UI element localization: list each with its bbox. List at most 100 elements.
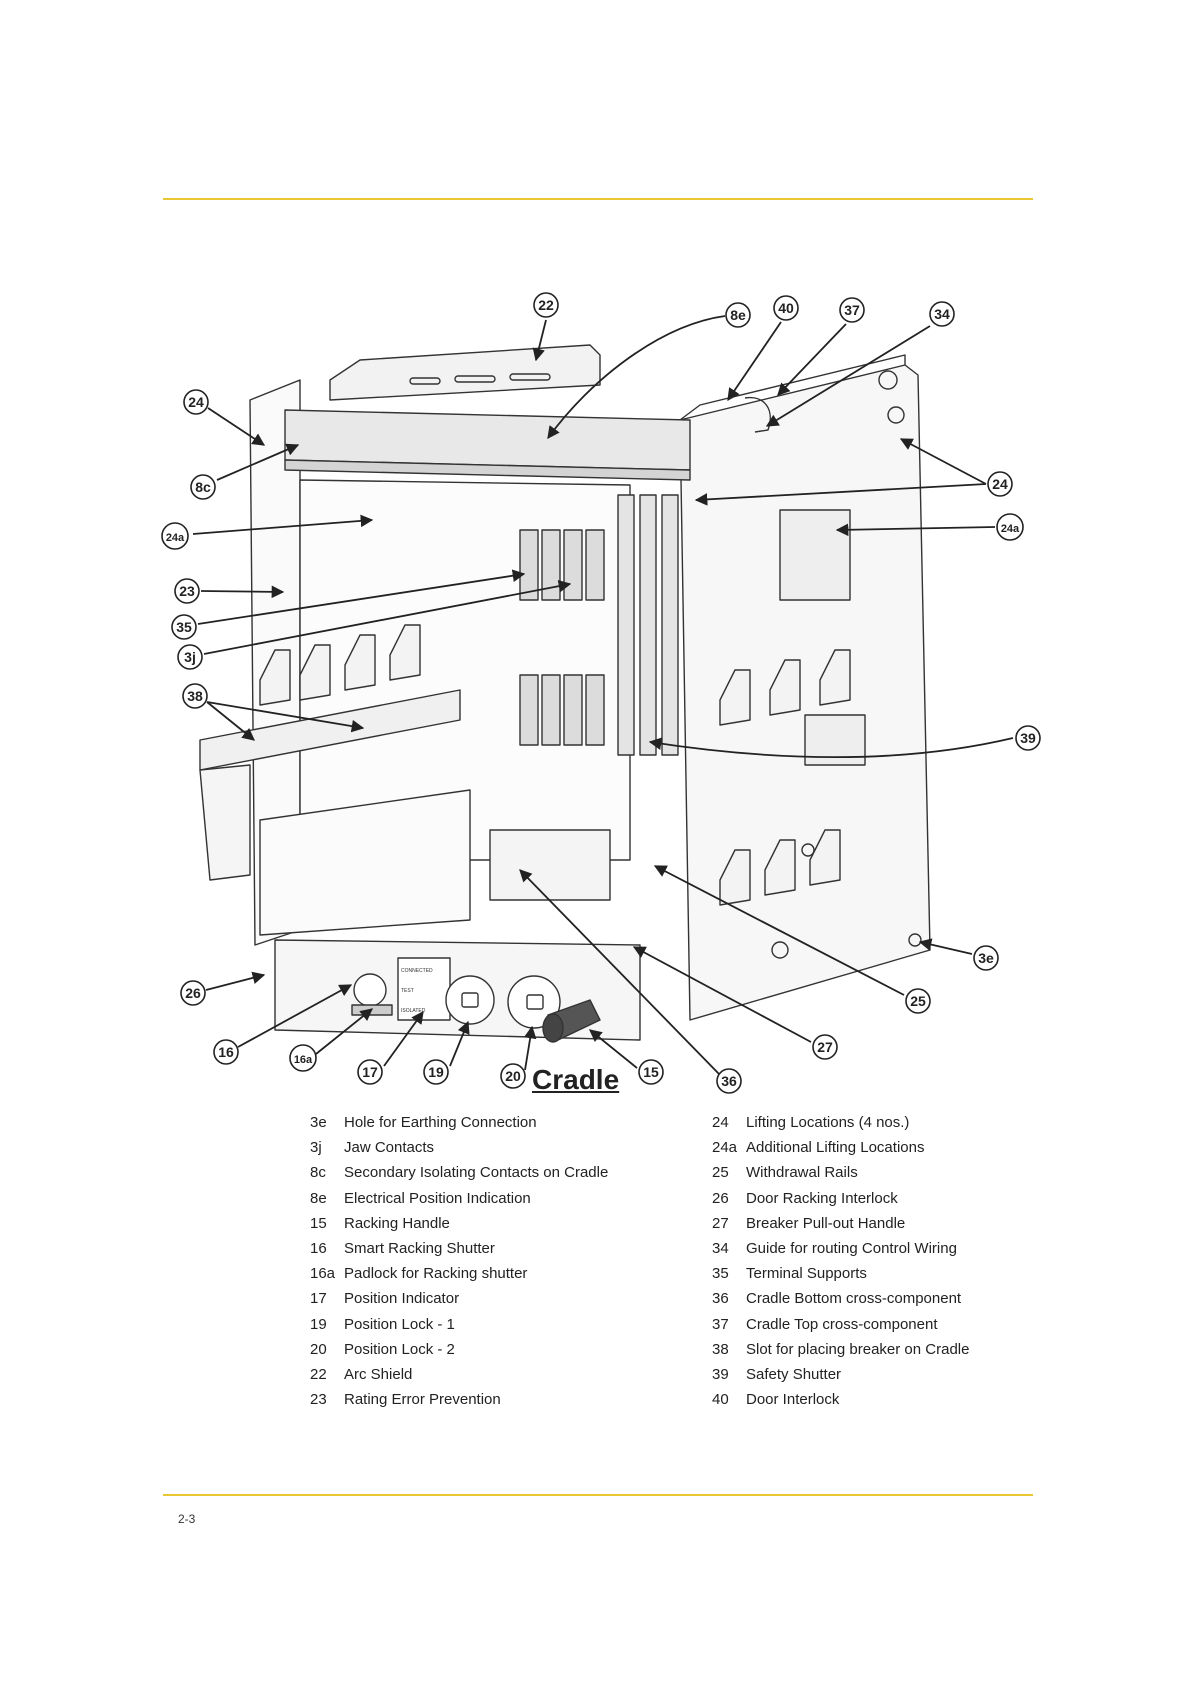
callout-label: 24 xyxy=(188,394,204,410)
legend-text: Smart Racking Shutter xyxy=(344,1240,495,1258)
callout-circle xyxy=(973,945,999,971)
callout-circle xyxy=(423,1059,449,1085)
callout-label: 25 xyxy=(910,993,926,1009)
legend-code: 39 xyxy=(712,1365,729,1383)
callout-circle xyxy=(929,301,955,327)
callout-label: 15 xyxy=(643,1064,659,1080)
callout-label: 24 xyxy=(992,476,1008,492)
legend-text: Door Interlock xyxy=(746,1391,840,1409)
callout-circle xyxy=(725,302,751,328)
callout-label: 16 xyxy=(218,1044,234,1060)
callout-label: 35 xyxy=(176,619,192,635)
legend-text: Slot for placing breaker on Cradle xyxy=(746,1340,970,1358)
callout-label: 27 xyxy=(817,1039,833,1055)
callout-label: 17 xyxy=(362,1064,378,1080)
legend-item: 3j Jaw Contacts xyxy=(310,1135,608,1160)
callout-circle xyxy=(987,471,1013,497)
legend-text: Jaw Contacts xyxy=(344,1139,435,1157)
callout-16: 16 xyxy=(213,1039,239,1065)
legend-item: 40 Door Interlock xyxy=(712,1387,969,1412)
callout-label: 8c xyxy=(195,479,211,495)
callout-circle xyxy=(500,1063,526,1089)
callout-27: 27 xyxy=(812,1034,838,1060)
legend-item: 27 Breaker Pull-out Handle xyxy=(712,1211,969,1236)
callout-circle xyxy=(183,389,209,415)
callout-39: 39 xyxy=(1015,725,1041,751)
callout-circle xyxy=(996,513,1024,541)
legend-code: 20 xyxy=(310,1340,327,1358)
legend-text: Additional Lifting Locations xyxy=(746,1139,925,1157)
callout-label: 23 xyxy=(179,583,195,599)
callout-label: 39 xyxy=(1020,730,1036,746)
diagram-title: Cradle xyxy=(532,1064,620,1095)
legend-text: Guide for routing Control Wiring xyxy=(746,1240,957,1258)
legend-code: 27 xyxy=(712,1214,729,1232)
panel-label-test: TEST xyxy=(401,988,414,994)
legend-item: 39 Safety Shutter xyxy=(712,1362,969,1387)
legend-text: Arc Shield xyxy=(344,1365,413,1383)
legend-code: 16a xyxy=(310,1265,336,1283)
legend-text: Position Indicator xyxy=(344,1290,460,1308)
leader-lines xyxy=(192,315,1014,1076)
callout-34: 34 xyxy=(929,301,955,327)
callout-17: 17 xyxy=(357,1059,383,1085)
callout-8e: 8e xyxy=(725,302,751,328)
legend-text: Cradle Bottom cross-component xyxy=(746,1290,962,1308)
legend-code: 37 xyxy=(712,1315,729,1333)
callout-20: 20 xyxy=(500,1063,526,1089)
callout-25: 25 xyxy=(905,988,931,1014)
legend-text: Racking Handle xyxy=(344,1214,450,1232)
legend-text: Door Racking Interlock xyxy=(746,1189,898,1207)
legend-text: Electrical Position Indication xyxy=(344,1189,531,1207)
legend-item: 19 Position Lock - 1 xyxy=(310,1312,608,1337)
legend-code: 40 xyxy=(712,1391,729,1409)
legend-code: 3j xyxy=(310,1139,322,1157)
callout-label: 3e xyxy=(978,950,994,966)
callout-24a_r: 24a xyxy=(996,513,1024,541)
legend-text: Position Lock - 1 xyxy=(344,1315,455,1333)
legend-code: 19 xyxy=(310,1315,327,1333)
legend-item: 37 Cradle Top cross-component xyxy=(712,1312,969,1337)
callout-circle xyxy=(638,1059,664,1085)
legend-code: 15 xyxy=(310,1214,327,1232)
legend-text: Breaker Pull-out Handle xyxy=(746,1214,906,1232)
legend-code: 17 xyxy=(310,1290,327,1308)
legend-code: 8c xyxy=(310,1164,326,1182)
legend-code: 35 xyxy=(712,1265,729,1283)
callout-24_tl: 24 xyxy=(183,389,209,415)
callout-circle xyxy=(190,474,216,500)
callout-circle xyxy=(716,1068,742,1094)
callout-24a_l: 24a xyxy=(161,522,189,550)
legend-text: Hole for Earthing Connection xyxy=(344,1114,537,1132)
callout-label: 37 xyxy=(844,302,860,318)
legend-text: Cradle Top cross-component xyxy=(746,1315,938,1333)
callout-label: 3j xyxy=(184,649,196,665)
cradle-drawing xyxy=(199,344,931,1043)
callout-circle xyxy=(905,988,931,1014)
callout-circle xyxy=(174,578,200,604)
legend-text: Safety Shutter xyxy=(746,1365,842,1383)
callout-38: 38 xyxy=(182,683,208,709)
callout-3e: 3e xyxy=(973,945,999,971)
callout-label: 16a xyxy=(294,1054,313,1066)
callout-label: 22 xyxy=(538,297,554,313)
callout-label: 34 xyxy=(934,306,950,322)
callout-35: 35 xyxy=(171,614,197,640)
callout-15: 15 xyxy=(638,1059,664,1085)
callout-circle xyxy=(533,292,559,318)
callout-circle xyxy=(289,1044,317,1072)
callout-circle xyxy=(171,614,197,640)
